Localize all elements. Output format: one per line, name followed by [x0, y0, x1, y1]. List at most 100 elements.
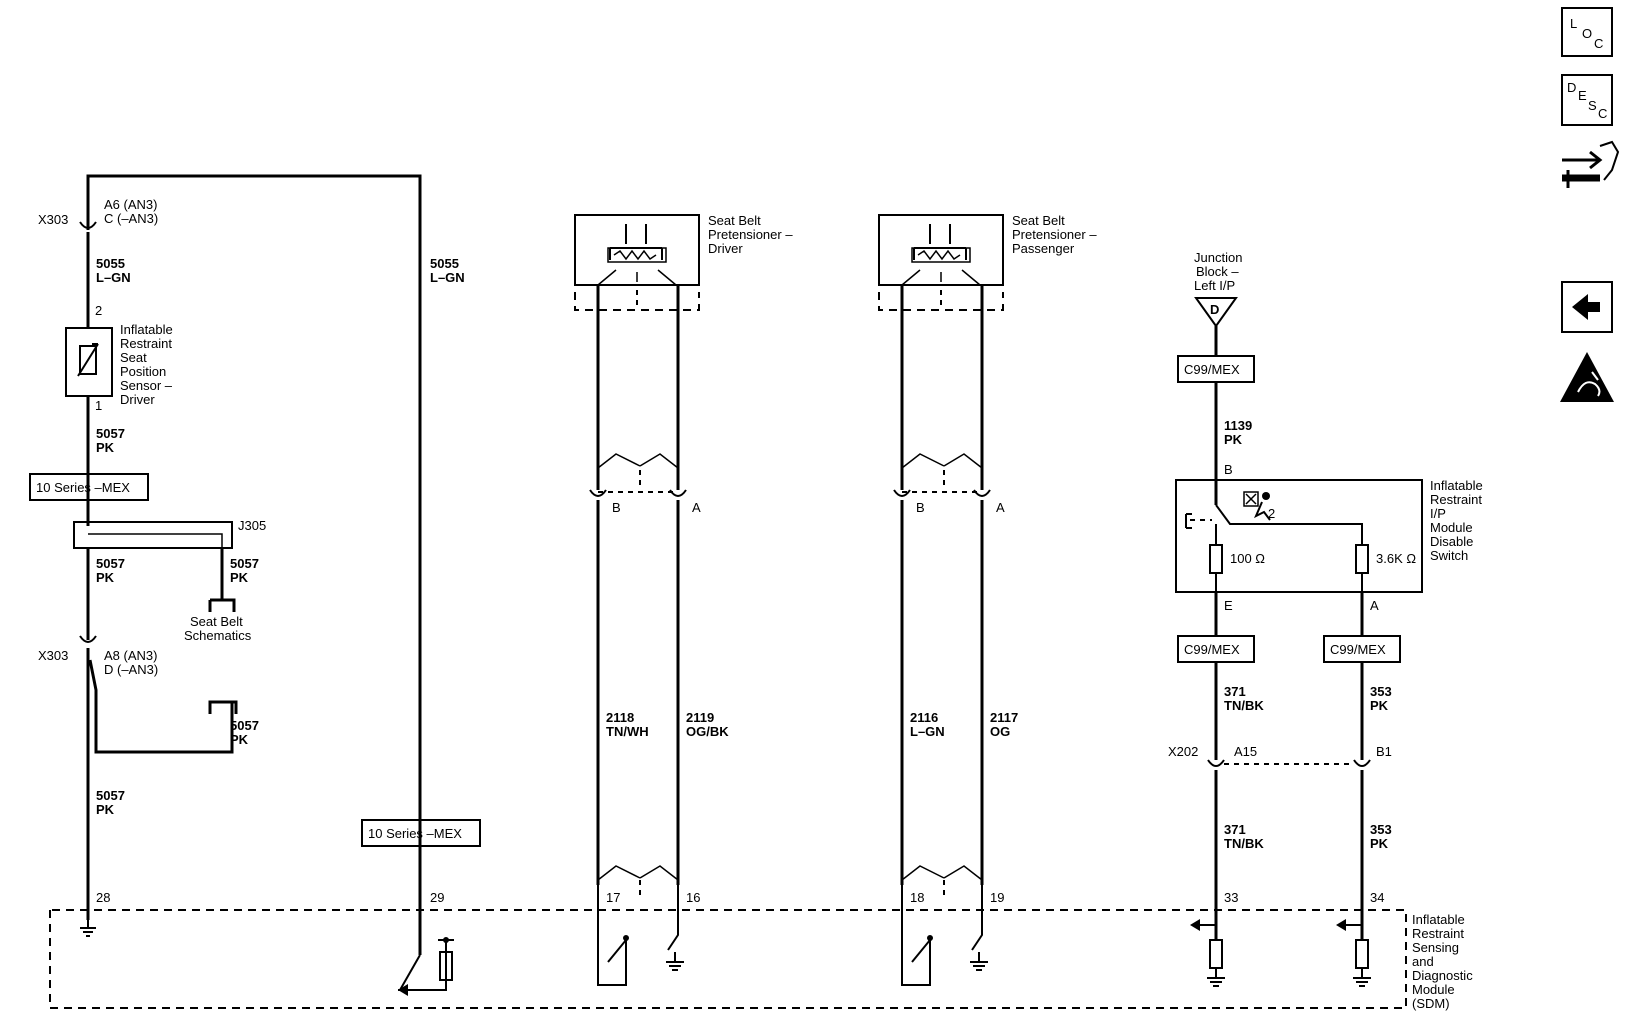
loc-letter-o: O [1582, 26, 1592, 41]
x303-bottom-label: X303 [38, 648, 68, 663]
wire-353-a-num: 353 [1370, 684, 1392, 699]
driver-title-1: Seat Belt [708, 213, 761, 228]
a6-an3-label: A6 (AN3) [104, 197, 157, 212]
wire-5057-b-num: 5057 [96, 556, 125, 571]
wire-5055-mid-circuit: 5055 L–GN 10 Series –MEX 29 [361, 256, 481, 996]
desc-icon[interactable]: D E S C [1561, 74, 1613, 126]
wire-1139-num: 1139 [1224, 418, 1252, 433]
connector-repair-icon[interactable] [1562, 140, 1620, 188]
passenger-pretensioner: Seat Belt Pretensioner – Passenger B A 2… [878, 213, 1097, 986]
desc-letter-s: S [1588, 98, 1597, 113]
desc-letter-e: E [1578, 88, 1587, 103]
seatbelt-schematics-2: Schematics [184, 628, 252, 643]
sdm-module: Inflatable Restraint Sensing and Diagnos… [49, 909, 1473, 1011]
wire-2116-color: L–GN [910, 724, 945, 739]
ip-disable-switch-box [1175, 479, 1423, 593]
c-an3-label: C (–AN3) [104, 211, 158, 226]
j305-label: J305 [238, 518, 266, 533]
x202-label: X202 [1168, 744, 1198, 759]
wire-5057-a-color: PK [96, 440, 115, 455]
ground-icon [970, 952, 988, 971]
wire-5057-d-color: PK [230, 732, 249, 747]
wire-371-b-color: TN/BK [1224, 836, 1264, 851]
seatbelt-schematics-1: Seat Belt [190, 614, 243, 629]
sensor-label-6: Driver [120, 392, 155, 407]
junction-block-2: Block – [1196, 264, 1239, 279]
wire-1139-color: PK [1224, 432, 1243, 447]
driver-pin-a: A [692, 500, 701, 515]
passenger-pin-a: A [996, 500, 1005, 515]
driver-title-3: Driver [708, 241, 743, 256]
desc-letter-d: D [1567, 80, 1576, 95]
sdm-pin-18: 18 [910, 890, 924, 905]
sdm-pin-34: 34 [1370, 890, 1384, 905]
passenger-pretensioner-box [878, 214, 1004, 286]
sdm-pin-33: 33 [1224, 890, 1238, 905]
sdm-label-5: Diagnostic [1412, 968, 1473, 983]
ground-icon [1353, 968, 1371, 987]
switch-label-5: Disable [1430, 534, 1473, 549]
sensor-label-5: Sensor – [120, 378, 173, 393]
loc-icon[interactable]: L O C [1561, 7, 1613, 57]
switch-label-6: Switch [1430, 548, 1468, 563]
wire-353-b-color: PK [1370, 836, 1389, 851]
sensor-label-1: Inflatable [120, 322, 173, 337]
series-mex-box-left [29, 473, 149, 501]
sdm-pin-28: 28 [96, 890, 110, 905]
switch-pin-b: B [1224, 462, 1233, 477]
switch-pin-e: E [1224, 598, 1233, 613]
sdm-pin-16: 16 [686, 890, 700, 905]
switch-label-2: Restraint [1430, 492, 1482, 507]
esd-warning-icon[interactable] [1560, 352, 1614, 402]
wire-5057-e-num: 5057 [96, 788, 125, 803]
desc-letter-c: C [1598, 106, 1607, 121]
series-mex-box-mid [361, 819, 481, 847]
switch-label-3: I/P [1430, 506, 1446, 521]
back-arrow-icon[interactable] [1561, 281, 1613, 333]
wire-5057-e-color: PK [96, 802, 115, 817]
series-mex-left-label: 10 Series –MEX [36, 480, 130, 495]
wire-5057-c-color: PK [230, 570, 249, 585]
wire-5057-b-color: PK [96, 570, 115, 585]
a8-an3-label: A8 (AN3) [104, 648, 157, 663]
sensor-label-4: Position [120, 364, 166, 379]
j305-splice [73, 521, 233, 549]
wire-5055-mid-num: 5055 [430, 256, 459, 271]
x202-pin-a15: A15 [1234, 744, 1257, 759]
junction-block-triangle [1194, 297, 1238, 328]
ground-icon [1207, 968, 1225, 987]
junction-block-1: Junction [1194, 250, 1242, 265]
passenger-title-2: Pretensioner – [1012, 227, 1097, 242]
x303-top-label: X303 [38, 212, 68, 227]
passenger-title-1: Seat Belt [1012, 213, 1065, 228]
c99-mex-right-label: C99/MEX [1330, 642, 1386, 657]
sensor-label-3: Seat [120, 350, 147, 365]
seat-position-sensor-circuit: X303 A6 (AN3) C (–AN3) 5055 L–GN 2 Infla… [29, 174, 422, 955]
sdm-label-4: and [1412, 954, 1434, 969]
sdm-pin-29: 29 [430, 890, 444, 905]
resistor-100-label: 100 Ω [1230, 551, 1265, 566]
wire-2119-num: 2119 [686, 710, 714, 725]
sensor-pin-1: 1 [95, 398, 102, 413]
passenger-pin-b: B [916, 500, 925, 515]
seat-position-sensor [65, 327, 113, 397]
wire-5057-c-num: 5057 [230, 556, 259, 571]
sdm-label-3: Sensing [1412, 940, 1459, 955]
wire-353-b-num: 353 [1370, 822, 1392, 837]
switch-pin-a: A [1370, 598, 1379, 613]
x202-pin-b1: B1 [1376, 744, 1392, 759]
ground-icon [80, 920, 96, 937]
sdm-label-1: Inflatable [1412, 912, 1465, 927]
driver-pretensioner-box [574, 214, 700, 286]
wire-5055-left-color: L–GN [96, 270, 131, 285]
sensor-label-2: Restraint [120, 336, 172, 351]
d-an3-label: D (–AN3) [104, 662, 158, 677]
series-mex-mid-label: 10 Series –MEX [368, 826, 462, 841]
sdm-pin-19: 19 [990, 890, 1004, 905]
wire-2117-color: OG [990, 724, 1010, 739]
switch-label-1: Inflatable [1430, 478, 1483, 493]
junction-block-3: Left I/P [1194, 278, 1235, 293]
wire-353-a-color: PK [1370, 698, 1389, 713]
